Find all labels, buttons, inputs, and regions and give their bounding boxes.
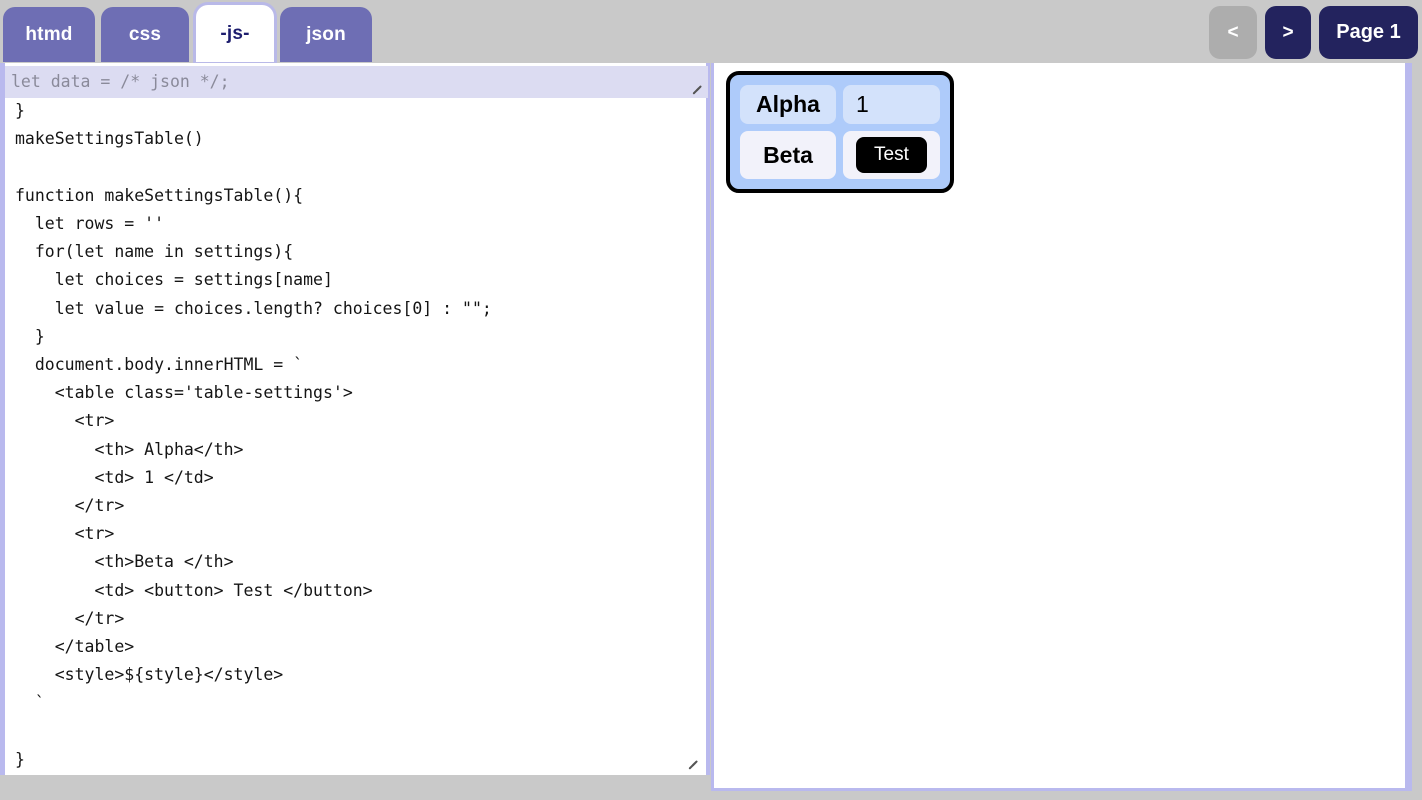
tab-label: json <box>306 23 346 45</box>
json-data-input[interactable]: let data = /* json */; <box>5 66 708 98</box>
tab-bar: htmd css -js-json <box>0 0 1422 62</box>
prev-page-button-label: < <box>1227 21 1239 43</box>
next-page-button[interactable]: > <box>1265 6 1311 59</box>
next-page-button-label: > <box>1282 21 1294 43</box>
tab-label: htmd <box>25 23 73 45</box>
settings-row-header: Alpha <box>740 85 836 124</box>
tab-label: css <box>128 23 162 45</box>
settings-row-value-cell: Test <box>843 131 940 179</box>
settings-row-header: Beta <box>740 131 836 179</box>
code-editor-textarea[interactable]: 'beta' : words('a b c d e') } makeSettin… <box>15 73 492 769</box>
tab-js[interactable]: -js- <box>196 5 274 62</box>
code-editor-resize-handle[interactable] <box>686 758 700 772</box>
code-editor-pane[interactable]: 'beta' : words('a b c d e') } makeSettin… <box>0 63 710 775</box>
page-indicator-button-label: Page 1 <box>1336 21 1401 43</box>
tab-label: -js- <box>220 22 250 44</box>
settings-table-row: Beta Test <box>740 131 940 179</box>
tab-json[interactable]: json <box>280 7 372 62</box>
page-indicator-button[interactable]: Page 1 <box>1319 6 1418 59</box>
tab-css[interactable]: css <box>101 7 189 62</box>
json-data-input-resize-handle[interactable] <box>690 83 704 97</box>
settings-row-value-cell: 1 <box>843 85 940 124</box>
json-data-input-value: let data = /* json */; <box>11 72 230 91</box>
tab-htmd[interactable]: htmd <box>3 7 95 62</box>
prev-page-button[interactable]: < <box>1209 6 1257 59</box>
settings-test-button[interactable]: Test <box>856 137 927 173</box>
